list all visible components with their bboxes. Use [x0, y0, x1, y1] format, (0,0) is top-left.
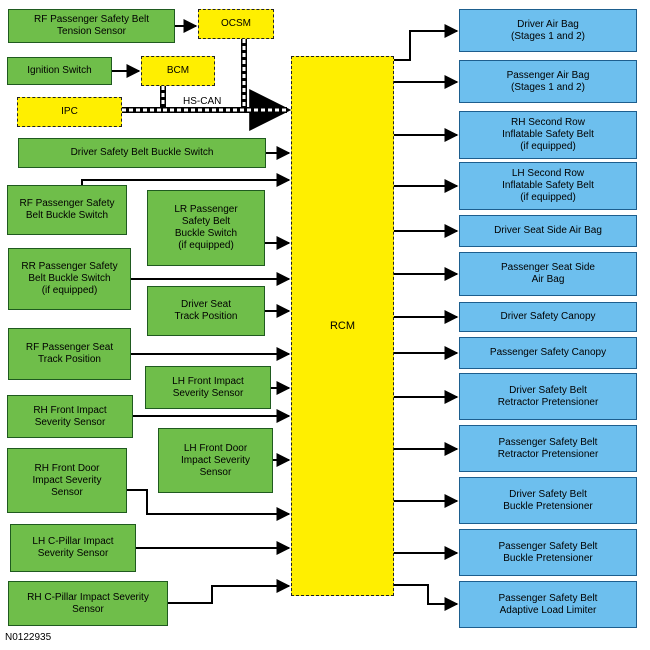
passenger-seat-side-air-bag: Passenger Seat Side Air Bag: [459, 252, 637, 296]
lh-front-impact-severity-sensor: LH Front Impact Severity Sensor: [145, 366, 271, 409]
rh-front-door-impact-severity-sensor: RH Front Door Impact Severity Sensor: [7, 448, 127, 513]
ocsm-module: OCSM: [198, 9, 274, 39]
driver-buckle-pretensioner: Driver Safety Belt Buckle Pretensioner: [459, 477, 637, 524]
driver-air-bag: Driver Air Bag (Stages 1 and 2): [459, 9, 637, 52]
driver-retractor-pretensioner: Driver Safety Belt Retractor Pretensione…: [459, 373, 637, 420]
rcm-module: RCM: [291, 56, 394, 596]
rf-passenger-belt-tension-sensor: RF Passenger Safety Belt Tension Sensor: [8, 9, 175, 43]
lh-front-door-impact-severity-sensor: LH Front Door Impact Severity Sensor: [158, 428, 273, 493]
passenger-retractor-pretensioner: Passenger Safety Belt Retractor Pretensi…: [459, 425, 637, 472]
rr-passenger-safety-belt-buckle-switch: RR Passenger Safety Belt Buckle Switch (…: [8, 248, 131, 310]
wire-driver-air-bag: [394, 24, 459, 61]
wire-pass-load-limiter: [394, 584, 459, 611]
passenger-safety-canopy: Passenger Safety Canopy: [459, 337, 637, 369]
lh-c-pillar-impact-severity-sensor: LH C-Pillar Impact Severity Sensor: [10, 524, 136, 572]
ignition-switch: Ignition Switch: [7, 57, 112, 85]
bcm-module: BCM: [141, 56, 215, 86]
passenger-adaptive-load-limiter: Passenger Safety Belt Adaptive Load Limi…: [459, 581, 637, 628]
driver-seat-side-air-bag: Driver Seat Side Air Bag: [459, 215, 637, 247]
lr-passenger-safety-belt-buckle-switch: LR Passenger Safety Belt Buckle Switch (…: [147, 190, 265, 266]
wire-rf-buckle: [81, 173, 291, 187]
rf-passenger-seat-track-position: RF Passenger Seat Track Position: [8, 328, 131, 380]
passenger-air-bag: Passenger Air Bag (Stages 1 and 2): [459, 60, 637, 103]
wire-rh-door: [127, 489, 291, 521]
ipc-module: IPC: [17, 97, 122, 127]
rh-front-impact-severity-sensor: RH Front Impact Severity Sensor: [7, 395, 133, 438]
wire-rh-c-pillar: [168, 579, 291, 604]
hs-can-label: HS-CAN: [183, 96, 222, 107]
driver-safety-canopy: Driver Safety Canopy: [459, 302, 637, 332]
driver-seat-track-position: Driver Seat Track Position: [147, 286, 265, 336]
rh-second-row-inflatable-belt: RH Second Row Inflatable Safety Belt (if…: [459, 111, 637, 159]
driver-safety-belt-buckle-switch: Driver Safety Belt Buckle Switch: [18, 138, 266, 168]
rf-passenger-safety-belt-buckle-switch: RF Passenger Safety Belt Buckle Switch: [7, 185, 127, 235]
lh-second-row-inflatable-belt: LH Second Row Inflatable Safety Belt (if…: [459, 162, 637, 210]
rh-c-pillar-impact-severity-sensor: RH C-Pillar Impact Severity Sensor: [8, 581, 168, 626]
passenger-buckle-pretensioner: Passenger Safety Belt Buckle Pretensione…: [459, 529, 637, 576]
figure-id: N0122935: [5, 632, 52, 643]
